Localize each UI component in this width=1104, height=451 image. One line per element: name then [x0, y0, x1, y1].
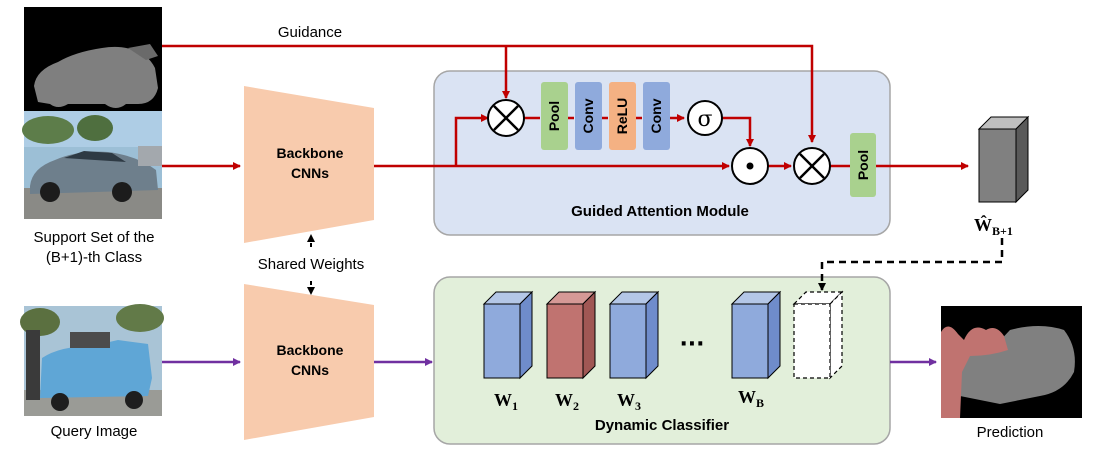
weight-cuboid-3 [608, 290, 660, 380]
support-car-photo [22, 111, 162, 219]
multiply-op-1 [487, 99, 525, 137]
weight-label-3-symbol: W [617, 390, 635, 410]
conv-block-2 [643, 82, 670, 150]
guidance-path [162, 44, 816, 143]
conv-block-1 [575, 82, 602, 150]
weight-label-2: W2 [555, 390, 579, 413]
query-truck-photo [20, 304, 164, 416]
pool-block-1 [541, 82, 568, 150]
multiply-op-2 [793, 147, 831, 185]
weight-label-3: W3 [617, 390, 641, 413]
weight-vector-out-symbol: Ŵ [974, 214, 992, 235]
backbone-bottom-shape [244, 284, 374, 440]
weight-label-2-symbol: W [555, 390, 573, 410]
weight-label-1-symbol: W [494, 390, 512, 410]
weight-label-b-subscript: B [756, 396, 764, 410]
sigmoid-symbol: σ [697, 107, 712, 132]
guidance-label: Guidance [278, 24, 342, 41]
weight-vector-out-label: ŴB+1 [974, 214, 1013, 238]
weight-vector-cuboid-out [977, 115, 1030, 204]
backbone-top-shape [244, 86, 374, 243]
guided-attention-title: Guided Attention Module [571, 203, 749, 220]
weight-cuboid-1 [482, 290, 534, 380]
weight-slot-empty [792, 290, 844, 380]
weight-ellipsis: ··· [679, 332, 704, 357]
support-set-label-1: Support Set of the [34, 229, 155, 246]
weight-label-1-subscript: 1 [512, 399, 518, 413]
conv-block-2-label: Conv [648, 98, 664, 133]
weight-vector-out-subscript: B+1 [992, 224, 1013, 238]
pool-block-2-label: Pool [855, 150, 871, 180]
prediction-mask-image [941, 306, 1082, 418]
pool-block-1-label: Pool [546, 101, 562, 131]
sigmoid-op [687, 100, 723, 136]
relu-block [609, 82, 636, 150]
weight-label-2-subscript: 2 [573, 399, 579, 413]
hadamard-op [731, 147, 769, 185]
backbone-top-label-2: CNNs [291, 165, 329, 181]
support-mask-image [24, 7, 162, 111]
dynamic-classifier-title: Dynamic Classifier [595, 417, 729, 434]
weight-label-3-subscript: 3 [635, 399, 641, 413]
conv-block-1-label: Conv [580, 98, 596, 133]
weight-label-1: W1 [494, 390, 518, 413]
support-feature-path [162, 114, 969, 170]
backbone-bottom-label-2: CNNs [291, 362, 329, 378]
pool-block-2 [850, 133, 876, 197]
backbone-top-label-1: Backbone [277, 145, 344, 161]
shared-weights-label: Shared Weights [258, 256, 364, 273]
relu-block-label: ReLU [614, 98, 630, 135]
weight-cuboid-b [730, 290, 782, 380]
query-image-label: Query Image [51, 423, 138, 440]
weight-label-b-symbol: W [738, 387, 756, 407]
backbone-bottom-label-1: Backbone [277, 342, 344, 358]
support-set-label-2: (B+1)-th Class [46, 249, 142, 266]
weight-label-b: WB [738, 387, 764, 410]
weight-cuboid-2 [545, 290, 597, 380]
prediction-label: Prediction [977, 424, 1044, 441]
weight-insert-connector [818, 238, 1004, 291]
